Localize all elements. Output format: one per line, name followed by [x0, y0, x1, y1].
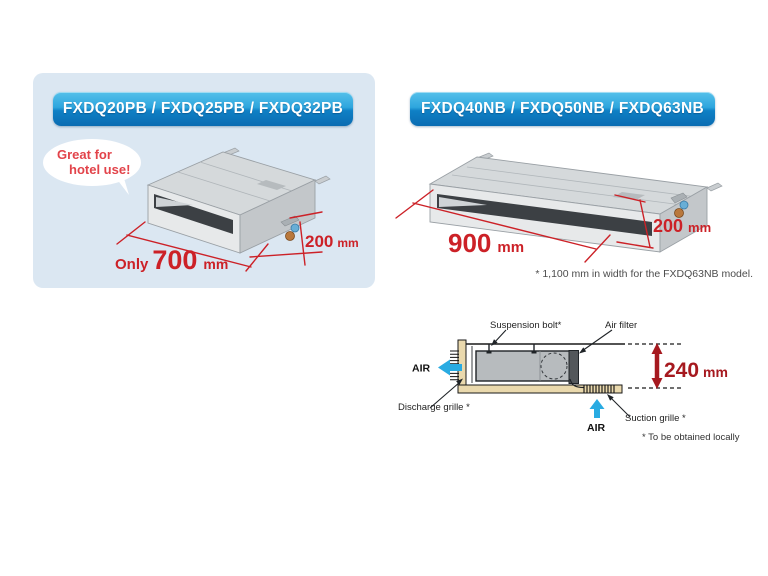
leader-arrow-suction-grille: [607, 394, 631, 418]
suction-grille-label: Suction grille *: [625, 413, 686, 424]
bubble-text-line1: Great for: [57, 147, 112, 162]
height-arrow-icon: [651, 343, 663, 389]
width-prefix: Only: [115, 256, 149, 273]
refrigerant-pipes-icon: [670, 192, 689, 218]
fan-icon: [540, 352, 568, 380]
width-unit: mm: [497, 239, 525, 256]
leader-arrow-air-filter: [579, 329, 613, 354]
model-banner-small-label: FXDQ20PB / FXDQ25PB / FXDQ32PB: [62, 100, 344, 117]
width-value: 900: [448, 228, 492, 258]
height-dimension-small: 200 mm: [305, 232, 359, 252]
obtained-locally-note: * To be obtained locally: [642, 432, 740, 443]
panel-seam: [451, 174, 683, 206]
suspension-bolt-label: Suspension bolt*: [490, 320, 562, 331]
top-access-panel: [257, 180, 286, 190]
width-unit: mm: [203, 256, 229, 272]
outlet-deflector: [439, 197, 487, 207]
diagram-height-value: 240: [664, 359, 699, 382]
air-out-label: AIR: [412, 363, 431, 375]
height-unit: mm: [337, 236, 359, 250]
width-dimension-small: Only 700 mm: [115, 245, 228, 276]
model-banner-small: FXDQ20PB / FXDQ25PB / FXDQ32PB: [53, 92, 353, 126]
suspension-bolts: [486, 344, 537, 354]
panel-seam: [177, 171, 271, 202]
height-unit: mm: [688, 220, 712, 235]
indoor-unit-box: [475, 350, 571, 382]
air-filter-strip: [568, 350, 579, 384]
unit-illustration-large: [395, 152, 723, 263]
height-dimension-large: 200 mm: [653, 216, 711, 237]
air-out-arrow-icon: [438, 359, 462, 376]
model-banner-large: FXDQ40NB / FXDQ50NB / FXDQ63NB: [410, 92, 715, 126]
hotel-use-bubble: Great for hotel use!: [43, 139, 141, 186]
mounting-flange: [314, 175, 331, 185]
leader-arrow-discharge-grille: [429, 378, 463, 409]
height-value: 200: [653, 216, 684, 236]
bubble-text-line2: hotel use!: [69, 162, 131, 177]
width-dimension-large: 900 mm: [448, 228, 524, 259]
air-in-arrow-icon: [589, 399, 605, 418]
unit-illustration-small: [116, 147, 331, 272]
height-value: 200: [305, 232, 334, 251]
air-in-label: AIR: [587, 422, 606, 434]
refrigerant-pipes-icon: [280, 215, 300, 241]
panel-seam: [466, 166, 698, 198]
unit-end-face: [659, 186, 708, 253]
top-access-panel: [613, 192, 645, 200]
air-filter-label: Air filter: [605, 320, 637, 331]
unit-body-small: [146, 147, 331, 254]
diagram-height-unit: mm: [703, 364, 728, 380]
mounting-flange: [706, 182, 723, 192]
leader-arrow-suspension-bolt: [491, 329, 507, 346]
unit-end-face: [239, 179, 316, 254]
discharge-grille-label: Discharge grille *: [398, 402, 470, 413]
drain-pipe: [569, 378, 585, 389]
outlet-deflector: [156, 197, 193, 207]
dimension-lines-small: [116, 211, 323, 272]
model-banner-large-label: FXDQ40NB / FXDQ50NB / FXDQ63NB: [421, 100, 704, 117]
suction-grille-hatch: [583, 384, 615, 393]
discharge-outlet: [437, 194, 652, 236]
dimension-lines-large: [395, 189, 654, 263]
width-footnote: * 1,100 mm in width for the FXDQ63NB mod…: [535, 268, 753, 280]
width-value: 700: [152, 245, 198, 275]
panel-small-models: FXDQ20PB / FXDQ25PB / FXDQ32PB: [33, 73, 375, 288]
installation-diagram: 240 mm AIR AIR Suspension bolt* Air filt…: [398, 320, 740, 443]
